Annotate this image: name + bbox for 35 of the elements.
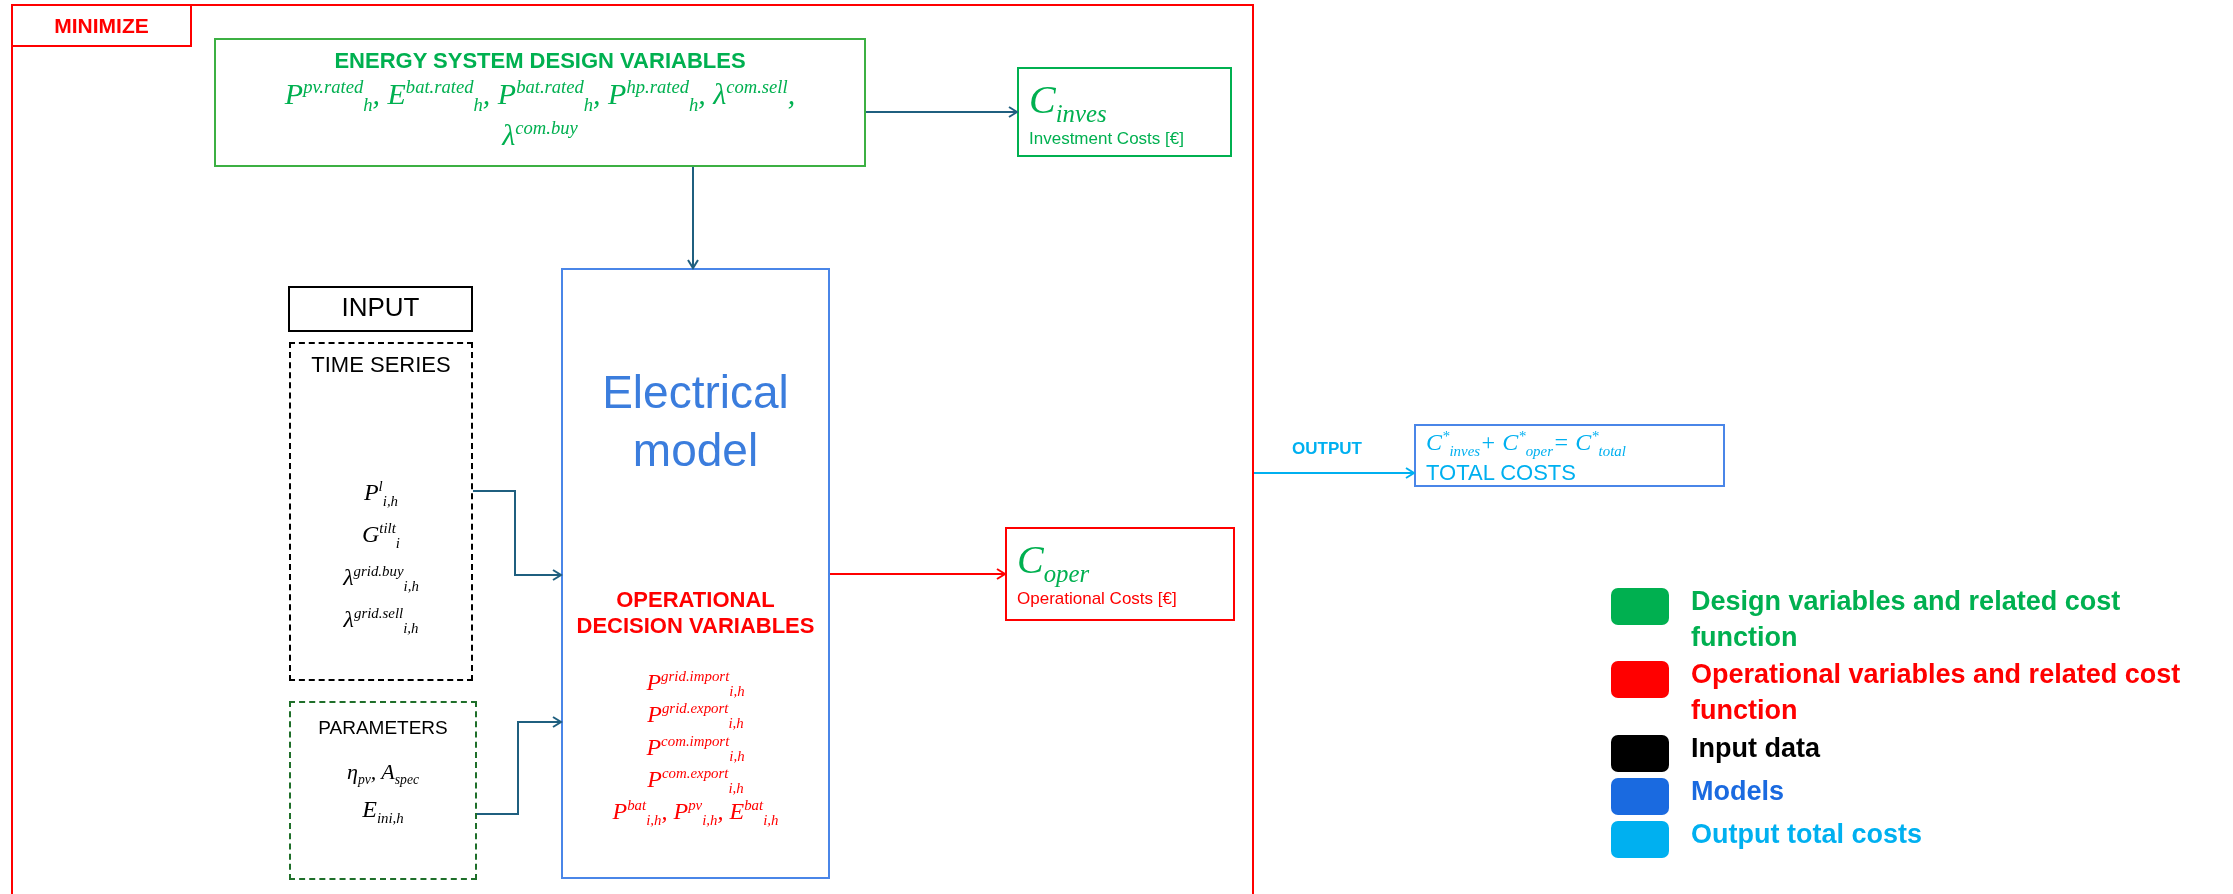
box-heading: PARAMETERS xyxy=(318,717,448,739)
cost-description: Investment Costs [€] xyxy=(1029,129,1184,149)
formula: η$_{pv}$, A$_{spec}$ xyxy=(346,758,420,787)
cost-box xyxy=(1005,527,1235,621)
legend-label: Models xyxy=(1691,774,1785,808)
box-heading: OPERATIONAL DECISION VARIABLES xyxy=(575,587,816,640)
legend-label: Input data xyxy=(1691,731,1822,765)
cost-box xyxy=(1017,67,1232,157)
box-heading: INPUT xyxy=(341,292,420,323)
arrow xyxy=(687,166,699,269)
model-title: Electrical model xyxy=(601,365,790,478)
legend-label: Operational variables and related cost function xyxy=(1691,658,2182,727)
minimize-frame xyxy=(11,4,1254,894)
arrow xyxy=(476,716,562,815)
legend-label: Design variables and related cost function xyxy=(1691,585,2122,654)
formula: P$^{pv.rated}$$_{h}$, E$^{bat.rated}$$_{h}$, P$^{bat.rated}$$_{h}$, P$^{hp.rated}$$_{h}$, λ$^{com.sell}$, λ$^{com.buy}$ xyxy=(283,75,797,153)
design-variables-box xyxy=(214,38,866,167)
cost-symbol: C$_{oper}$ xyxy=(1017,536,1090,587)
input-box xyxy=(288,286,473,332)
legend-label: Output total costs xyxy=(1691,817,1923,851)
frame-title: MINIMIZE xyxy=(11,4,192,47)
model-box xyxy=(561,268,830,879)
box-heading: TOTAL COSTS xyxy=(1426,460,1576,487)
cost-description: Operational Costs [€] xyxy=(1017,589,1177,609)
arrow xyxy=(1253,467,1415,479)
box-heading: ENERGY SYSTEM DESIGN VARIABLES xyxy=(334,48,746,75)
arrow xyxy=(865,106,1018,118)
total-costs-box xyxy=(1414,424,1725,487)
box-heading: TIME SERIES xyxy=(311,352,451,378)
parameters-box xyxy=(289,701,477,880)
formula: E$_{ini,h}$ xyxy=(362,794,404,826)
arrow xyxy=(472,490,562,581)
arrow xyxy=(829,568,1006,580)
time-series-box xyxy=(289,342,473,681)
cost-symbol: C$_{inves}$ xyxy=(1029,76,1107,127)
